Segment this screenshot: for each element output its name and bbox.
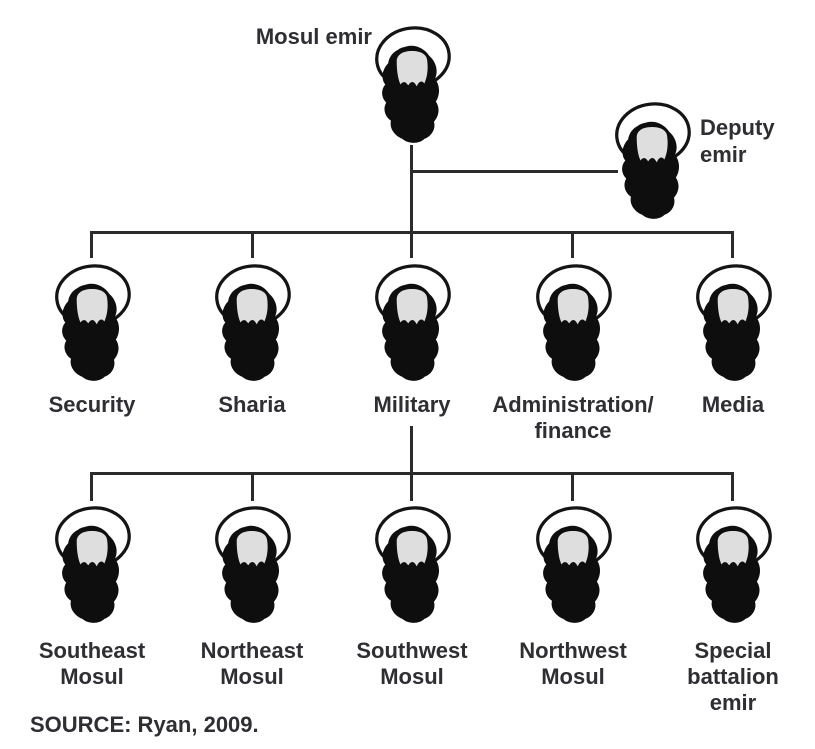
emir-head-icon — [209, 500, 295, 627]
node-label-media: Media — [701, 392, 765, 417]
node-label-sharia: Sharia — [218, 392, 286, 417]
emir-head-icon — [530, 258, 616, 385]
connector-level3-stub-5 — [731, 472, 734, 501]
node-label-southwest-mosul: Southwest Mosul — [356, 638, 468, 689]
emir-head-icon — [369, 20, 455, 147]
node-label-mosul-emir: Mosul emir — [255, 24, 372, 49]
connector-level2-stub-2 — [251, 231, 254, 258]
node-label-northeast-mosul: Northeast Mosul — [200, 638, 304, 689]
emir-head-icon — [690, 258, 776, 385]
connector-level3-stub-3 — [410, 472, 413, 501]
source-citation: SOURCE: Ryan, 2009. — [30, 712, 259, 737]
node-label-security: Security — [48, 392, 136, 417]
node-label-military: Military — [373, 392, 451, 417]
node-label-deputy-emir: Deputy emir — [700, 115, 775, 167]
emir-head-icon — [609, 96, 695, 223]
node-label-special-battalion-emir: Special battalion emir — [687, 638, 779, 715]
connector-level2-stub-3 — [410, 231, 413, 258]
emir-head-icon — [690, 500, 776, 627]
connector-level2-stub-1 — [90, 231, 93, 258]
connector-level3-stub-2 — [251, 472, 254, 501]
node-label-southeast-mosul: Southeast Mosul — [38, 638, 146, 689]
connector-level2-stub-4 — [571, 231, 574, 258]
emir-head-icon — [369, 258, 455, 385]
node-label-administration-finance: Administration/ finance — [492, 392, 654, 443]
connector-root-vertical — [410, 145, 413, 258]
emir-head-icon — [49, 258, 135, 385]
connector-military-vertical — [410, 426, 413, 473]
node-label-northwest-mosul: Northwest Mosul — [519, 638, 627, 689]
emir-head-icon — [209, 258, 295, 385]
connector-level3-stub-1 — [90, 472, 93, 501]
connector-level3-stub-4 — [571, 472, 574, 501]
connector-level2-stub-5 — [731, 231, 734, 258]
emir-head-icon — [530, 500, 616, 627]
connector-deputy-horizontal — [411, 170, 618, 173]
emir-head-icon — [49, 500, 135, 627]
emir-head-icon — [369, 500, 455, 627]
